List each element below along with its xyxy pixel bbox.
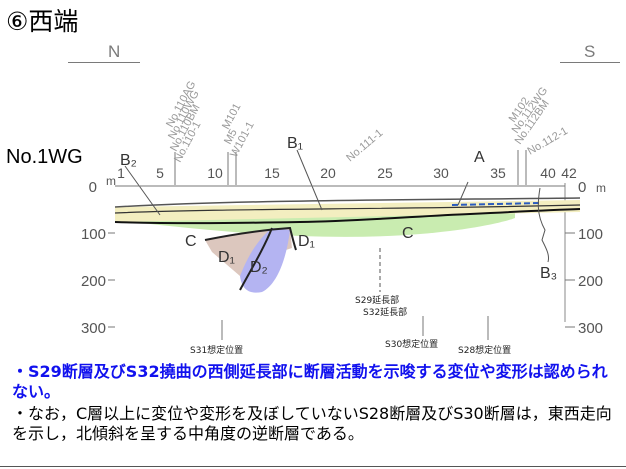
left-depth-axis: 0 m 100 200 300 xyxy=(81,174,116,337)
bottom-divider xyxy=(0,466,626,467)
borehole-label: M101 xyxy=(220,101,244,131)
label-b3: B₃ xyxy=(540,265,557,282)
depth-tick-label: 300 xyxy=(81,320,106,337)
depth-tick-label: 0 xyxy=(578,179,586,196)
south-marker-line xyxy=(560,62,620,63)
label-s31: S31想定位置 xyxy=(190,344,243,356)
horizon-line-upper xyxy=(114,204,581,214)
leader-b2 xyxy=(124,165,161,216)
top-axis-ticks: 1 5 10 15 20 25 30 35 40 42 xyxy=(117,165,577,181)
depth-tick-label: 200 xyxy=(578,273,603,290)
top-tick-label: 5 xyxy=(156,165,164,181)
top-tick-label: 20 xyxy=(320,165,336,181)
north-marker-line xyxy=(68,62,140,63)
label-d2: D₂ xyxy=(250,259,268,276)
top-tick-label: 42 xyxy=(561,165,577,181)
top-tick-label: 15 xyxy=(264,165,280,181)
geologic-cross-section: 1 5 10 15 20 25 30 35 40 42 0 m 100 200 … xyxy=(81,79,606,356)
label-s29: S29延長部 xyxy=(355,294,399,306)
depth-unit: m xyxy=(106,174,116,188)
blue-dashed-horizon xyxy=(451,202,541,206)
top-tick-label: 30 xyxy=(433,165,449,181)
depth-tick-label: 100 xyxy=(578,226,603,243)
top-tick-label: 25 xyxy=(377,165,393,181)
right-depth-axis: 0 m 100 200 300 xyxy=(578,179,606,337)
depth-tick-label: 300 xyxy=(578,320,603,337)
top-tick-label: 35 xyxy=(490,165,506,181)
depth-tick-label: 200 xyxy=(81,273,106,290)
fault-b3-line xyxy=(537,187,549,263)
depth-unit: m xyxy=(596,181,606,195)
top-tick-label: 40 xyxy=(540,165,556,181)
borehole-label: No.111-1 xyxy=(344,127,385,164)
label-s32: S32延長部 xyxy=(363,306,407,318)
page-title: ⑥西端 xyxy=(6,7,79,36)
section-name: No.1WG xyxy=(6,146,83,168)
label-b2: B₂ xyxy=(120,152,137,169)
leader-b1 xyxy=(296,149,323,211)
unit-labels: B₂ B₁ A C C D₁ D₁ D₂ B₃ xyxy=(120,135,557,282)
top-tick-label: 1 xyxy=(117,165,125,181)
note-secondary: ・なお，C層以上に変位や変形を及ぼしていないS28断層及びS30断層は，東西走向… xyxy=(12,404,612,443)
leader-a xyxy=(457,181,469,206)
note-primary: ・S29断層及びS32撓曲の西側延長部に断層活動を示唆する変位や変形は認められな… xyxy=(12,362,608,401)
top-tick-label: 10 xyxy=(207,165,223,181)
label-s30: S30想定位置 xyxy=(385,338,438,350)
label-c-right: C xyxy=(402,225,414,242)
label-a: A xyxy=(474,149,485,166)
d2-layer xyxy=(240,228,290,293)
label-d1-left: D₁ xyxy=(218,249,235,266)
depth-tick-label: 0 xyxy=(89,179,97,196)
north-label: N xyxy=(108,42,121,61)
label-b1: B₁ xyxy=(287,135,303,152)
borehole-labels: No.110AG No.110WG No.110BM No.110-1 M101… xyxy=(164,79,570,164)
d2-boundary xyxy=(239,227,273,291)
d1-boundary xyxy=(204,226,297,251)
south-label: S xyxy=(584,42,596,61)
notes: ・S29断層及びS32撓曲の西側延長部に断層活動を示唆する変位や変形は認められな… xyxy=(12,362,622,444)
label-d1-right: D₁ xyxy=(298,233,315,250)
ground-surface-line xyxy=(114,197,581,208)
depth-tick-label: 100 xyxy=(81,226,106,243)
fault-labels: S29延長部 S32延長部 S31想定位置 S30想定位置 S28想定位置 xyxy=(190,294,511,356)
label-s28: S28想定位置 xyxy=(458,344,511,356)
label-c-left: C xyxy=(185,233,197,250)
horizon-line-lower xyxy=(114,208,581,225)
